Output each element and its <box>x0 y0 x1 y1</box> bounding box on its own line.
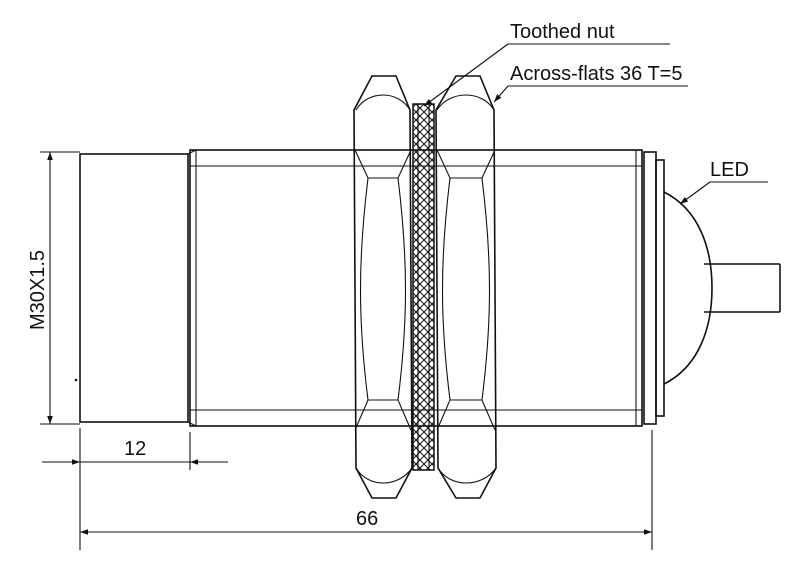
toothed-nut-label: Toothed nut <box>510 21 615 43</box>
across-flats-label: Across-flats 36 T=5 <box>510 63 682 85</box>
across-flats-callout: Across-flats 36 T=5 <box>493 63 688 103</box>
led-label: LED <box>710 159 749 181</box>
hex-nut-left <box>353 75 413 499</box>
sensing-face-cap <box>74 149 197 427</box>
thread-label: M30X1.5 <box>27 250 49 330</box>
led-dome <box>663 191 713 385</box>
hex-nut-right <box>435 75 497 499</box>
thread-dimension: M30X1.5 <box>27 151 80 425</box>
total-length-dimension: 66 <box>80 430 653 550</box>
total-length-dim-label: 66 <box>356 508 378 530</box>
rear-flange <box>643 151 665 425</box>
sensing-face-dim-label: 12 <box>124 438 146 460</box>
led-callout: LED <box>679 159 768 205</box>
cable <box>704 263 781 313</box>
toothed-nut <box>412 103 435 471</box>
toothed-nut-callout: Toothed nut <box>423 21 670 107</box>
